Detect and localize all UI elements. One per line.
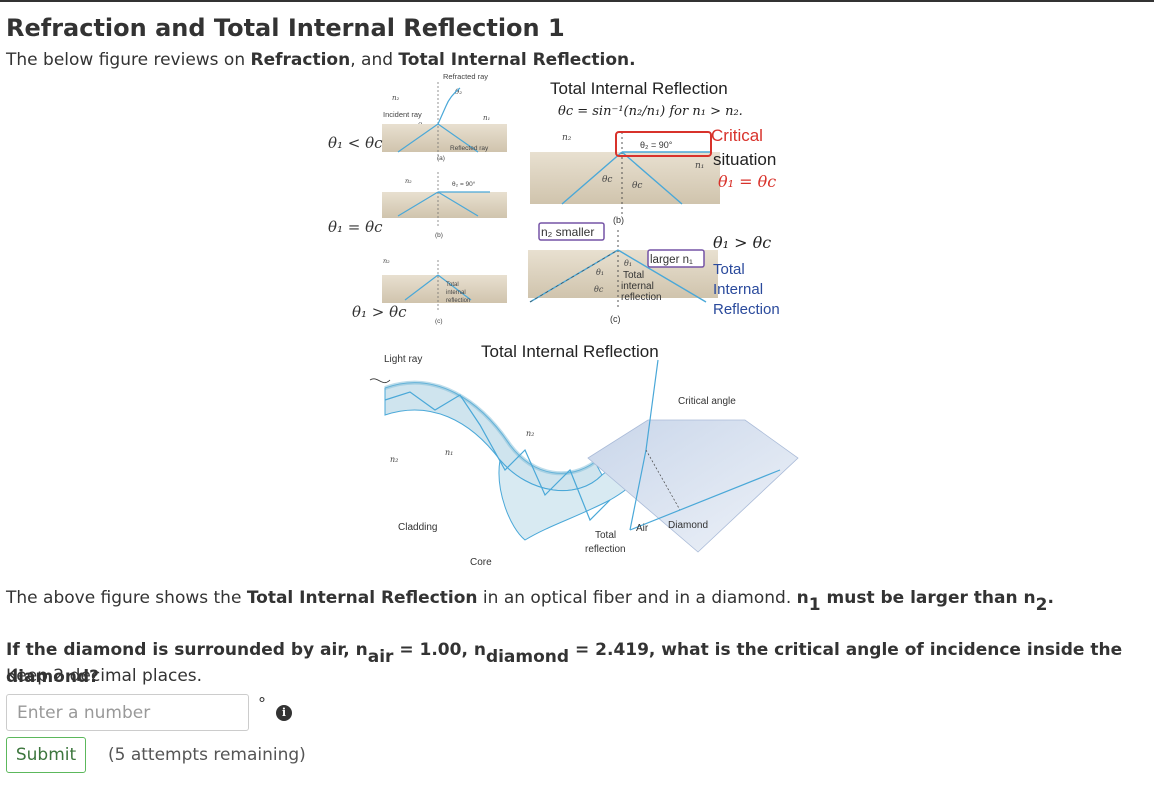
cladding-label: Cladding — [398, 522, 437, 533]
svg-text:θc: θc — [632, 181, 642, 191]
svg-text:θ₁: θ₁ — [624, 259, 632, 268]
svg-text:internal: internal — [446, 290, 466, 296]
light-ray-label: Light ray — [384, 354, 422, 365]
info-icon[interactable]: i — [276, 705, 292, 721]
panel-b: n₂ θ₂ = 90° n₁ (b) — [382, 172, 507, 239]
svg-text:Total: Total — [446, 282, 459, 288]
description-paragraph: The above figure shows the Total Interna… — [6, 588, 1054, 615]
svg-text:n₂: n₂ — [383, 257, 390, 265]
cond-greater-label: θ₁ > θc — [352, 303, 407, 321]
page-title: Refraction and Total Internal Reflection… — [6, 14, 565, 42]
panel-critical: n₂ θ₂ = 90° θc θc n₁ (b) — [530, 131, 720, 225]
cond-greater2-label: θ₁ > θc — [713, 233, 771, 252]
svg-text:reflection: reflection — [446, 298, 470, 304]
svg-text:n₁: n₁ — [445, 448, 453, 457]
intro-text: The below figure reviews on Refraction, … — [6, 50, 636, 70]
critical-box — [615, 131, 712, 157]
svg-text:n₂: n₂ — [526, 429, 534, 438]
panel-a: Refracted ray θ₂ n₂ Incident ray θ₁ n₁ R… — [382, 72, 507, 162]
theta2-label: θ₂ — [455, 88, 462, 96]
svg-text:θc: θc — [594, 285, 604, 294]
tir-title-label: Total Internal Reflection — [550, 79, 728, 98]
cond-equal-label: θ₁ = θc — [328, 218, 383, 236]
n2-smaller-box — [538, 222, 605, 241]
svg-text:n₂: n₂ — [562, 133, 572, 143]
question-text: If the diamond is surrounded by air, nai… — [6, 640, 1123, 687]
label-a: (a) — [437, 155, 445, 162]
svg-text:θ₂ = 90°: θ₂ = 90° — [640, 140, 673, 150]
cond-equal2-label: θ₁ = θc — [718, 172, 776, 191]
n2-label: n₂ — [392, 94, 400, 102]
glass-critical — [530, 152, 720, 204]
top-border — [0, 0, 1154, 2]
svg-text:n₂: n₂ — [405, 177, 412, 185]
tir-formula-label: θc = sin⁻¹(n₂/n₁) for n₁ > n₂. — [558, 104, 743, 119]
total-cap-label: Total — [713, 261, 745, 278]
incident-ray-label: Incident ray — [383, 110, 422, 119]
diamond-diagram: Critical angle Air Diamond Total reflect… — [585, 359, 799, 555]
answer-input[interactable] — [6, 694, 249, 731]
critical-label: Critical — [711, 126, 763, 145]
attempts-remaining: (5 attempts remaining) — [108, 745, 306, 765]
panel-total: n₂ smaller larger n₁ θ₁ θc θ₁ Total inte… — [528, 222, 718, 324]
svg-text:(c): (c) — [435, 318, 443, 325]
physics-figure: Refracted ray θ₂ n₂ Incident ray θ₁ n₁ R… — [328, 72, 799, 568]
keep-decimals-text: Keep 2 decimal places. — [6, 666, 203, 686]
theta2-90-label-small: θ₂ = 90° — [452, 180, 476, 188]
internal-cap-label: Internal — [713, 281, 763, 298]
svg-text:reflection: reflection — [585, 544, 626, 555]
submit-button[interactable]: Submit — [6, 737, 86, 773]
larger-n1-label: larger n₁ — [650, 254, 693, 266]
tir-title2-label: Total Internal Reflection — [481, 342, 659, 361]
svg-text:n₂: n₂ — [390, 455, 398, 464]
situation-label: situation — [713, 150, 776, 169]
svg-text:Total: Total — [623, 270, 644, 281]
refracted-ray-label: Refracted ray — [443, 72, 488, 81]
svg-text:internal: internal — [621, 281, 654, 292]
svg-text:Total: Total — [595, 530, 616, 541]
panel-c: n₂ n₁ Total internal reflection (c) — [382, 257, 507, 325]
cond-less-label: θ₁ < θc — [328, 134, 383, 152]
reflection-cap-label: Reflection — [713, 301, 780, 318]
svg-text:θc: θc — [602, 175, 612, 185]
air-label: Air — [636, 523, 649, 534]
critical-angle-label: Critical angle — [678, 396, 736, 407]
diamond-label: Diamond — [668, 520, 708, 531]
degree-unit: ° — [258, 694, 266, 713]
svg-text:θ₁: θ₁ — [596, 268, 604, 277]
svg-text:n₁: n₁ — [695, 161, 704, 171]
larger-n1-box — [647, 249, 705, 268]
svg-text:(b): (b) — [435, 232, 443, 239]
reflected-ray-label: Reflected ray — [450, 145, 489, 152]
core-label: Core — [470, 557, 492, 568]
svg-text:(c): (c) — [610, 314, 621, 324]
n2-smaller-label: n₂ smaller — [541, 225, 594, 239]
n1-label-a: n₁ — [483, 114, 491, 122]
svg-text:reflection: reflection — [621, 292, 662, 303]
svg-text:(b): (b) — [613, 215, 624, 225]
